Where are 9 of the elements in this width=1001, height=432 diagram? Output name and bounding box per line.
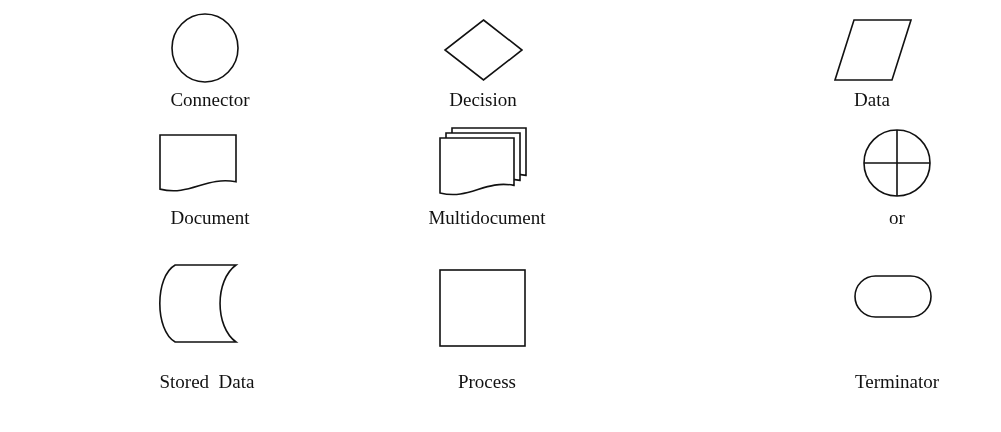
symbol-caption: Process (457, 372, 517, 391)
symbol-caption: Data (854, 90, 890, 109)
symbol-caption: Terminator (854, 372, 940, 391)
symbol-caption: Decision (449, 90, 517, 109)
symbol-caption: Connector (170, 90, 250, 109)
symbol-caption: or (889, 208, 905, 227)
symbol-caption: Document (170, 208, 250, 227)
symbol-caption: Multidocument (428, 208, 546, 227)
symbol-caption: Stored Data (159, 372, 255, 391)
